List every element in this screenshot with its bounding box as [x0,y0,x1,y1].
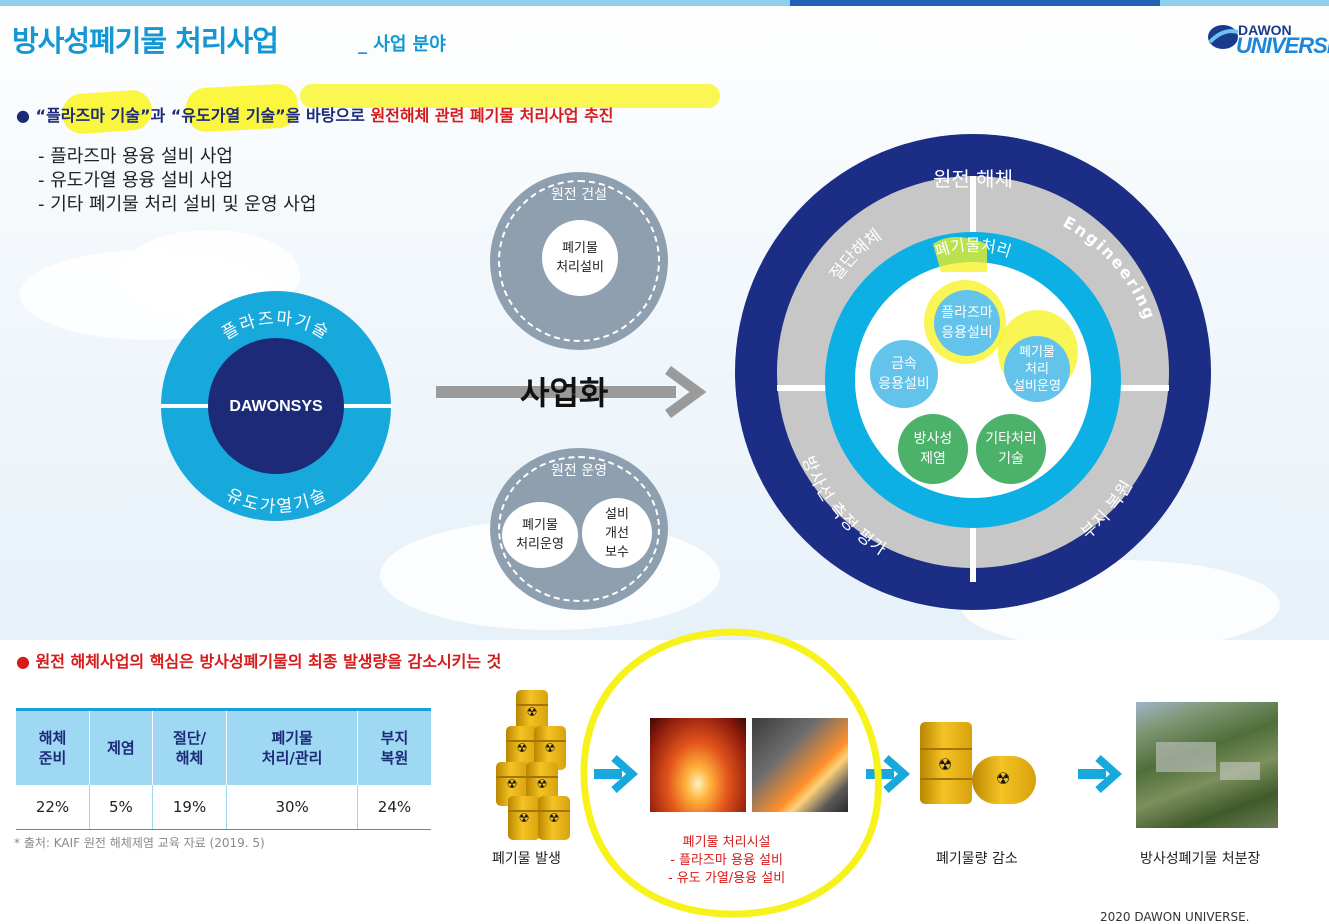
intro-highlight-text: 원전해체 관련 폐기물 처리사업 추진 [370,106,613,125]
section2-text: 원전 해체사업의 핵심은 방사성폐기물의 최종 발생량을 감소시키는 것 [36,652,502,671]
intro-text: 과 [150,106,170,125]
intro-quote-plasma: “플라즈마 기술” [36,106,151,125]
intro-quote-induction: “유도가열 기술” [171,106,286,125]
list-item: - 플라즈마 용융 설비 사업 [38,142,233,168]
process-step-disposal: 방사성폐기물 처분장 [1140,848,1260,868]
table-header: 제염 [90,710,153,786]
logo-icon [1206,20,1240,54]
construction-circle: 원전 건설 폐기물 처리설비 [490,172,668,350]
table-cell: 30% [227,785,358,830]
page-subtitle: _ 사업 분야 [358,30,446,56]
operation-item: 설비 개선 보수 [582,498,652,568]
table-cell: 5% [90,785,153,830]
top-bar-dark [790,0,1160,6]
reduced-barrels-image: ☢ ☢ [920,722,1040,812]
top-bar-light [0,0,790,6]
table-header: 부지 복원 [357,710,431,786]
disposal-site-photo [1136,702,1278,828]
list-item: - 유도가열 용융 설비 사업 [38,166,233,192]
table-cell: 19% [152,785,227,830]
bubble-decontamination: 방사성 제염 [898,414,968,484]
commercialization-label: 사업화 [520,368,608,414]
table-header-row: 해체 준비 제염 절단/ 해체 폐기물 처리/관리 부지 복원 [16,710,431,786]
bubble-plasma: 플라즈마 응용설비 [934,290,1000,356]
process-step-reduction: 폐기물량 감소 [936,848,1018,868]
logo-text-bottom: UNIVERSE [1236,33,1329,59]
table-cell: 22% [16,785,90,830]
decommission-title: 원전 해체 [933,167,1013,191]
table-header: 폐기물 처리/관리 [227,710,358,786]
core-tech-center: DAWONSYS [229,398,323,415]
source-note: * 출처: KAIF 원전 해체제염 교육 자료 (2019. 5) [14,834,265,851]
bubble-waste-operation: 폐기물 처리 설비운영 [1004,336,1070,402]
table-header: 해체 준비 [16,710,90,786]
waste-barrels-image: ☢ ☢ ☢ ☢ ☢ ☢ ☢ [494,690,574,840]
top-bar-light [1160,0,1329,6]
decommission-diagram: 원전 해체 절단해체 Engineering 방사선 측정 평가 부지 복원 폐… [733,132,1213,612]
section2-bullet: ● 원전 해체사업의 핵심은 방사성폐기물의 최종 발생량을 감소시키는 것 [16,648,501,672]
operation-title: 원전 운영 [490,460,668,480]
operation-item: 폐기물 처리운영 [502,502,578,568]
intro-text: 을 바탕으로 [286,106,371,125]
construction-item: 폐기물 처리설비 [542,220,618,296]
process-step-generation: 폐기물 발생 [492,848,561,868]
bullet-dot: ● [16,106,30,125]
table-row: 22% 5% 19% 30% 24% [16,785,431,830]
decommission-cost-table: 해체 준비 제염 절단/ 해체 폐기물 처리/관리 부지 복원 22% 5% 1… [16,708,431,830]
operation-circle: 원전 운영 폐기물 처리운영 설비 개선 보수 [490,448,668,610]
intro-bullet: ● “플라즈마 기술”과 “유도가열 기술”을 바탕으로 원전해체 관련 폐기물… [16,102,614,126]
table-header: 절단/ 해체 [152,710,227,786]
core-tech-diagram: 플라즈마기술 유도가열기술 DAWONSYS [160,290,392,522]
bubble-other-tech: 기타처리 기술 [976,414,1046,484]
list-item: - 기타 폐기물 처리 설비 및 운영 사업 [38,190,316,216]
page-title: 방사성폐기물 처리사업 [12,18,278,60]
highlight-circle-mark [578,626,888,920]
process-arrow-icon [1078,752,1122,796]
bubble-metal: 금속 응용설비 [870,340,938,408]
construction-title: 원전 건설 [490,184,668,204]
table-cell: 24% [357,785,431,830]
